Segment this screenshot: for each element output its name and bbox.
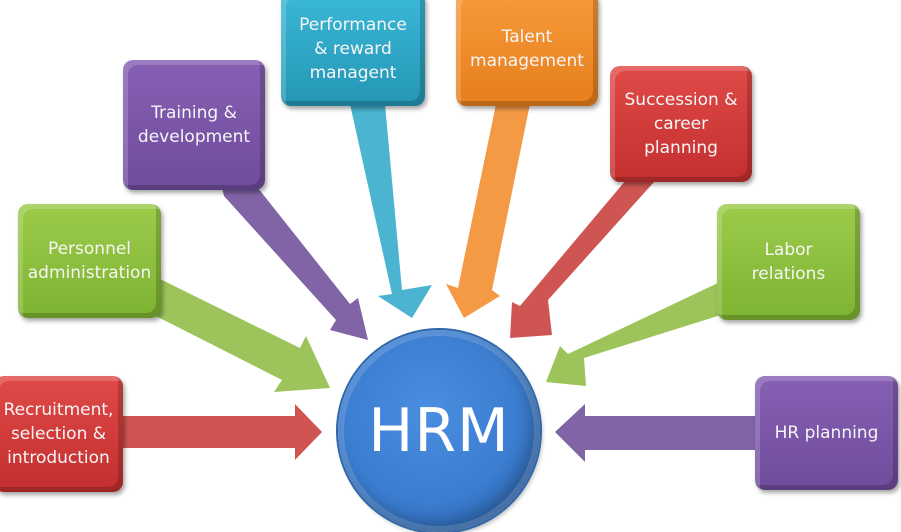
node-succession-label: Succession & career planning [624, 90, 738, 158]
arrow-performance [350, 104, 432, 318]
node-recruitment-label: Recruitment, selection & introduction [3, 400, 114, 468]
node-training-label: Training & development [137, 103, 251, 147]
arrow-recruitment [120, 404, 322, 460]
hub-label: HRM [368, 396, 510, 466]
node-talent-label: Talent management [470, 27, 584, 71]
arrow-training [220, 178, 368, 340]
node-talent: Talent management [456, 0, 598, 106]
node-hr-planning: HR planning [755, 376, 898, 490]
node-labor-label: Labor relations [751, 240, 826, 284]
node-personnel-label: Personnel administration [27, 239, 152, 283]
arrow-hr-planning [555, 404, 760, 462]
arrow-talent [446, 104, 530, 318]
arrow-labor [546, 282, 724, 386]
hub-hrm: HRM [338, 330, 540, 532]
node-succession: Succession & career planning [610, 66, 752, 182]
node-labor: Labor relations [717, 204, 860, 320]
node-recruitment: Recruitment, selection & introduction [0, 376, 123, 492]
node-personnel: Personnel administration [18, 204, 161, 318]
node-training: Training & development [123, 60, 265, 190]
node-hr-planning-label: HR planning [774, 423, 879, 443]
arrow-succession [510, 180, 654, 338]
node-performance: Performance & reward managent [281, 0, 425, 106]
node-performance-label: Performance & reward managent [299, 15, 407, 83]
arrow-personnel [144, 278, 330, 392]
